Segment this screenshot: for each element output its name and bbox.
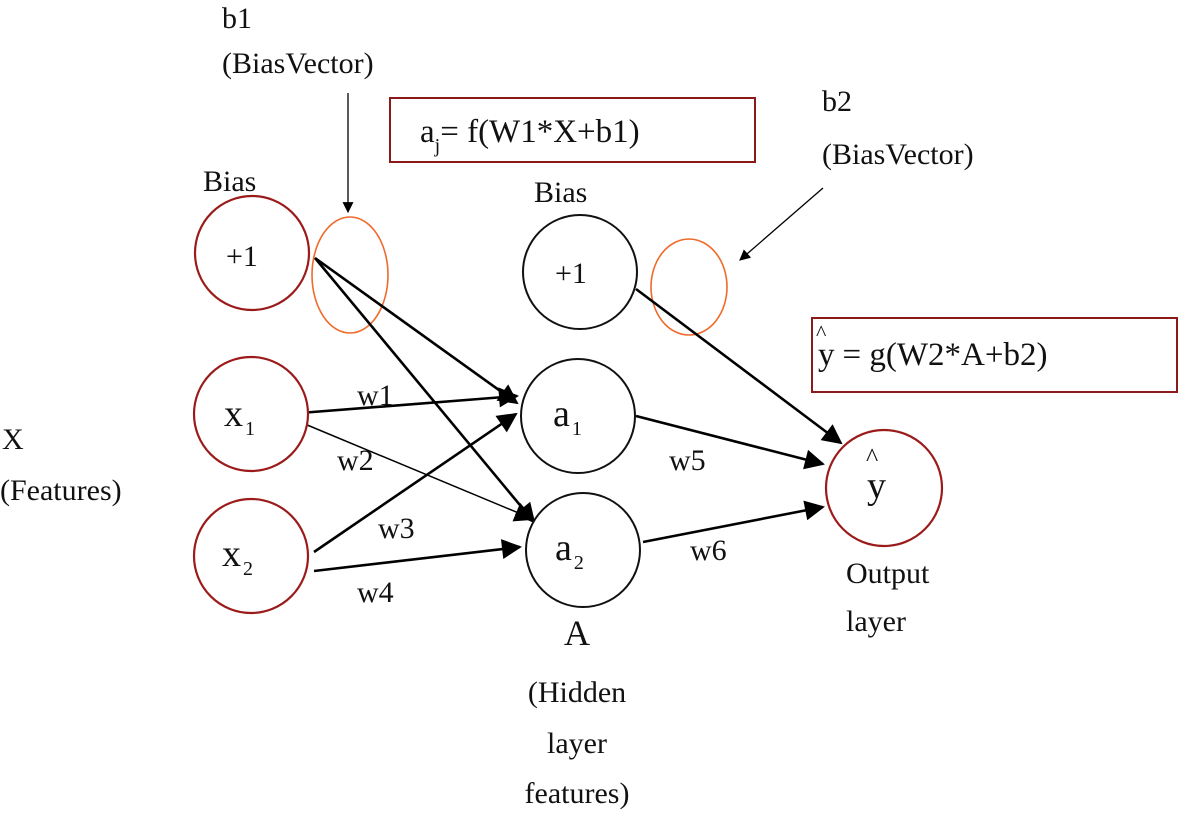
a-hidden-desc-line2: layer bbox=[547, 727, 607, 760]
edge-bias-hidden-y bbox=[635, 287, 843, 445]
edge-x1-a2 bbox=[299, 421, 535, 522]
x-features-desc: (Features) bbox=[0, 474, 122, 507]
output-equation: y= g(W2*A+b2) bbox=[818, 337, 1047, 373]
weight-label-w6: w6 bbox=[690, 534, 727, 567]
edge-bias-a2 bbox=[313, 257, 536, 524]
b2-desc: (BiasVector) bbox=[822, 138, 974, 171]
output-equation-box bbox=[811, 317, 1178, 393]
bias-input-label: Bias bbox=[203, 165, 256, 198]
weight-label-w1: w1 bbox=[357, 379, 394, 412]
x2-node bbox=[192, 497, 310, 615]
bias-hidden-label: Bias bbox=[534, 176, 587, 209]
edge-a1-y bbox=[635, 414, 825, 470]
output-equation-hat: ^ bbox=[816, 320, 827, 345]
a2-node bbox=[525, 492, 641, 608]
weight-label-w2: w2 bbox=[337, 444, 374, 477]
edge-x1-a1 bbox=[299, 387, 519, 415]
bias-hidden-node bbox=[522, 214, 638, 330]
a-hidden-label: A bbox=[564, 613, 590, 653]
edge-a2-y bbox=[642, 500, 825, 544]
weight-label-w4: w4 bbox=[357, 576, 394, 609]
hidden-equation-box bbox=[389, 97, 756, 163]
y-output-label: y bbox=[867, 465, 886, 507]
y-output-hat: ^ bbox=[866, 443, 878, 472]
bias-input-value: +1 bbox=[226, 240, 258, 273]
output-layer-label-line1: Output bbox=[846, 557, 930, 590]
a1-node bbox=[520, 358, 636, 474]
a-hidden-desc-line1: (Hidden bbox=[528, 676, 626, 709]
bias-input-node bbox=[193, 194, 311, 312]
x1-node bbox=[192, 355, 310, 473]
connections bbox=[299, 256, 843, 573]
y-output-node bbox=[824, 428, 944, 548]
weight-label-w3: w3 bbox=[378, 512, 415, 545]
weight-label-w5: w5 bbox=[669, 444, 706, 477]
output-layer-label-line2: layer bbox=[846, 605, 906, 638]
b1-label: b1 bbox=[222, 2, 252, 35]
edge-bias-a1 bbox=[314, 256, 519, 405]
b2-bias-vector-ellipse bbox=[650, 238, 728, 336]
a-hidden-desc-line3: features) bbox=[525, 777, 630, 810]
b2-label: b2 bbox=[822, 85, 852, 118]
b2-pointer-arrow bbox=[739, 187, 824, 261]
b1-bias-vector-ellipse bbox=[311, 216, 389, 334]
x-features-label: X bbox=[2, 423, 24, 456]
edge-x2-a2 bbox=[313, 539, 522, 573]
bias-hidden-value: +1 bbox=[555, 257, 587, 290]
b1-desc: (BiasVector) bbox=[222, 47, 374, 80]
edge-x2-a1 bbox=[313, 412, 518, 554]
hidden-equation: aj= f(W1*X+b1) bbox=[420, 114, 640, 157]
